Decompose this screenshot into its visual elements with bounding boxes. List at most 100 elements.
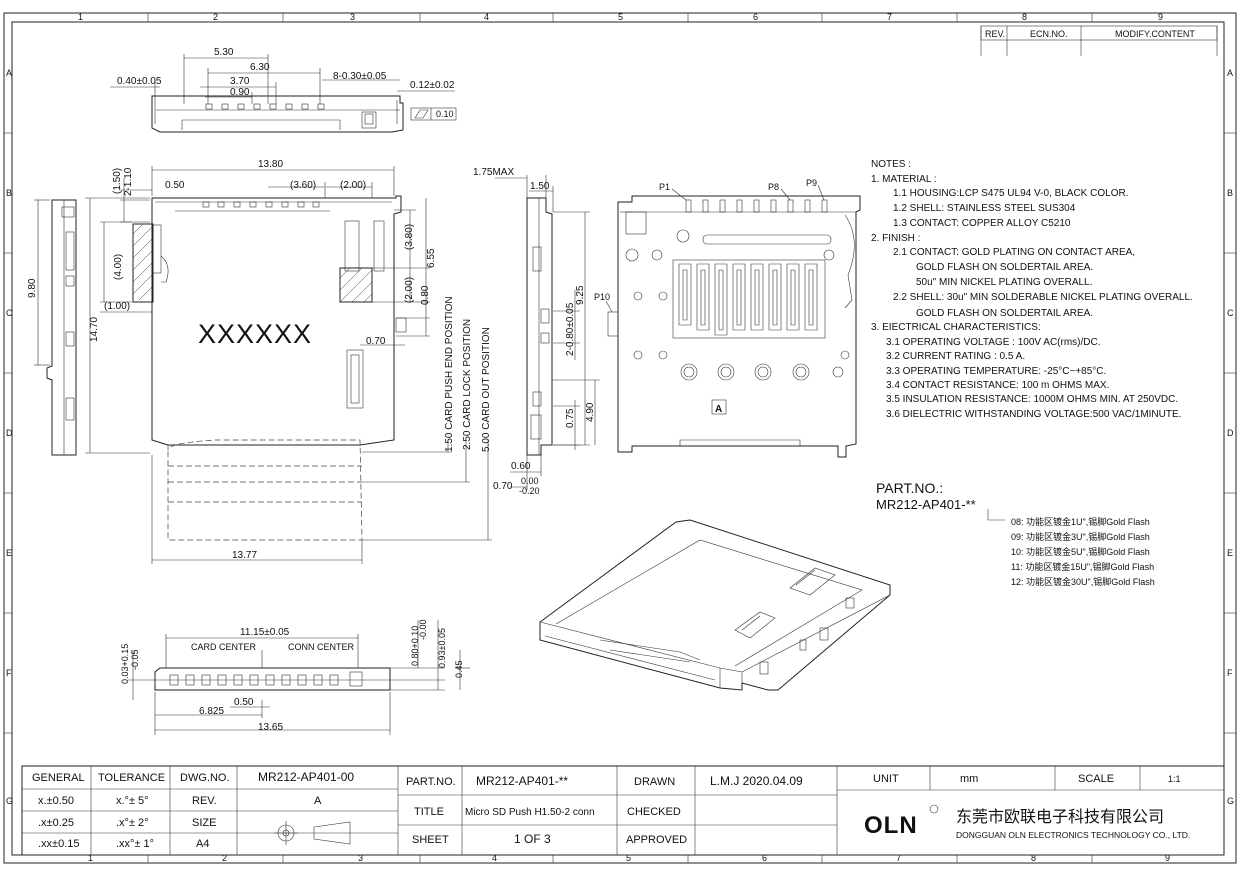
- notes: NOTES : 1. MATERIAL : 1.1 HOUSING:LCP S4…: [871, 159, 1193, 420]
- part-no-title-value: MR212-AP401-**: [476, 774, 568, 788]
- dim-9-25: 9.25: [575, 285, 586, 305]
- zone-left-a: A: [6, 68, 12, 78]
- dim-0-70-side: 0.70: [493, 481, 513, 492]
- note-3-5: 3.5 INSULATION RESISTANCE: 1000M OHMS MI…: [886, 394, 1178, 405]
- zone-ticks: [4, 13, 1236, 863]
- dim-1-50-side: 1.50: [530, 181, 550, 192]
- dim-13-77: 13.77: [232, 550, 257, 561]
- dim-0-45: 0.45: [454, 660, 464, 678]
- drawn-value: L.M.J 2020.04.09: [710, 774, 803, 788]
- zone-top-8: 8: [1022, 12, 1027, 22]
- dim-0-93: 0.93±0.05: [437, 628, 447, 668]
- scale-value: 1:1: [1168, 774, 1181, 784]
- zone-left-b: B: [6, 188, 12, 198]
- part-no-label: PART.NO.:: [876, 480, 943, 496]
- zone-top-6: 6: [753, 12, 758, 22]
- dim-0-80-tol: 0.80+0.10: [410, 626, 420, 666]
- zone-labels: 1 2 3 4 5 6 7 8 9 1 2 3 4 5 6 7 8 9 A B …: [6, 12, 1234, 863]
- note-1: 1. MATERIAL :: [871, 174, 937, 185]
- unit-value: mm: [960, 773, 978, 785]
- flatness-tolerance: 0.10: [436, 109, 454, 119]
- zone-right-a: A: [1227, 68, 1233, 78]
- zone-left-e: E: [6, 548, 12, 558]
- unit-label: UNIT: [873, 773, 899, 785]
- company-name-en: DONGGUAN OLN ELECTRONICS TECHNOLOGY CO.,…: [956, 830, 1190, 840]
- part-no-value: MR212-AP401-**: [876, 497, 976, 512]
- zone-top-2: 2: [213, 12, 218, 22]
- tol-row-3-a: .xx±0.15: [38, 838, 80, 850]
- dim-1-50: (1.50): [112, 168, 123, 194]
- label-card-center: CARD CENTER: [191, 642, 257, 652]
- projection-symbol: [274, 821, 351, 845]
- dim-0-40: 0.40±0.05: [117, 76, 162, 87]
- part-no-title-label: PART.NO.: [406, 776, 456, 788]
- zone-left-g: G: [6, 796, 13, 806]
- modify-header: MODIFY.CONTENT: [1115, 29, 1195, 39]
- part-option-12: 12: 功能区镀金30U",锡脚Gold Flash: [1011, 576, 1155, 587]
- revision-block: REV. ECN.NO. MODIFY.CONTENT: [980, 25, 1218, 56]
- zone-bottom-7: 7: [896, 853, 901, 863]
- part-option-11: 11: 功能区镀金15U",锡脚Gold Flash: [1011, 561, 1154, 572]
- dim-3-80: (3.80): [404, 224, 415, 250]
- logo-text: OLN: [864, 812, 918, 839]
- note-2-1-b: GOLD FLASH ON SOLDERTAIL AREA.: [916, 262, 1093, 273]
- drawn-label: DRAWN: [634, 776, 675, 788]
- dim-2-1-10: 2-1.10: [123, 167, 134, 196]
- pin-p10: P10: [594, 292, 610, 302]
- note-2-2: 2.2 SHELL: 30u" MIN SOLDERABLE NICKEL PL…: [893, 292, 1193, 303]
- company-logo: OLN: [864, 804, 939, 839]
- marking-xxxxxx: XXXXXX: [198, 319, 312, 349]
- front-view: 9.80 XXXXXX: [27, 159, 492, 564]
- approved-label: APPROVED: [626, 834, 687, 846]
- isometric-view: [539, 519, 891, 691]
- note-1-1: 1.1 HOUSING:LCP S475 UL94 V-0, BLACK COL…: [893, 188, 1128, 199]
- dim-0-60: 0.60: [511, 461, 531, 472]
- part-option-08: 08: 功能区镀金1U",锡脚Gold Flash: [1011, 516, 1150, 527]
- dim-4-90: 4.90: [585, 402, 596, 422]
- note-3-4: 3.4 CONTACT RESISTANCE: 100 m OHMS MAX.: [886, 380, 1109, 391]
- dim-0-03: 0.03+0.15: [120, 644, 130, 684]
- zone-bottom-2: 2: [222, 853, 227, 863]
- general-label: GENERAL: [32, 772, 85, 784]
- outer-frame: [3, 12, 1237, 864]
- dim-11-15: 11.15±0.05: [240, 627, 290, 638]
- note-3-3: 3.3 OPERATING TEMPERATURE: -25°C~+85°C.: [886, 366, 1106, 377]
- zone-left-d: D: [6, 428, 13, 438]
- dim-6-30: 6.30: [250, 62, 270, 73]
- dim-neg-0-20: -0.20: [519, 486, 540, 496]
- pos-card-out: 5.00 CARD OUT POSITION: [481, 327, 492, 452]
- zone-left-c: C: [6, 308, 13, 318]
- pin-a-label: A: [715, 404, 722, 415]
- dim-0-00: 0.00: [521, 476, 539, 486]
- zone-top-4: 4: [484, 12, 489, 22]
- title-value: Micro SD Push H1.50-2 conn: [465, 807, 595, 818]
- dim-0-70: 0.70: [366, 336, 386, 347]
- dim-0-80-minus: -0.00: [418, 619, 428, 640]
- dim-3-60: (3.60): [290, 180, 316, 191]
- dim-1-00: (1.00): [104, 301, 130, 312]
- dim-0-12: 0.12±0.02: [410, 80, 455, 91]
- note-1-2: 1.2 SHELL: STAINLESS STEEL SUS304: [893, 203, 1076, 214]
- zone-top-1: 1: [78, 12, 83, 22]
- zone-right-d: D: [1227, 428, 1234, 438]
- dim-9-80: 9.80: [27, 278, 38, 298]
- note-3-6: 3.6 DIELECTRIC WITHSTANDING VOLTAGE:500 …: [886, 409, 1181, 420]
- zone-top-5: 5: [618, 12, 623, 22]
- zone-top-7: 7: [887, 12, 892, 22]
- dim-0-90: 0.90: [230, 87, 250, 98]
- zone-top-9: 9: [1158, 12, 1163, 22]
- note-2: 2. FINISH :: [871, 233, 920, 244]
- note-2-1: 2.1 CONTACT: GOLD PLATING ON CONTACT ARE…: [893, 247, 1135, 258]
- tol-row-2-a: .x±0.25: [38, 817, 74, 829]
- scale-label: SCALE: [1078, 773, 1114, 785]
- pcb-view: A P1 P8 P9 P10: [594, 178, 861, 458]
- label-conn-center: CONN CENTER: [288, 642, 355, 652]
- dim-0-50-bottom: 0.50: [234, 697, 254, 708]
- company-name-cn: 东莞市欧联电子科技有限公司: [956, 808, 1164, 826]
- dwg-no-label: DWG.NO.: [180, 772, 230, 784]
- tol-row-1-b: x.°± 5°: [116, 795, 149, 807]
- dim-2-0-80: 2-0.80±0.05: [565, 302, 576, 356]
- rev-header: REV.: [985, 29, 1005, 39]
- title-block: GENERAL TOLERANCE DWG.NO. MR212-AP401-00…: [21, 765, 1225, 856]
